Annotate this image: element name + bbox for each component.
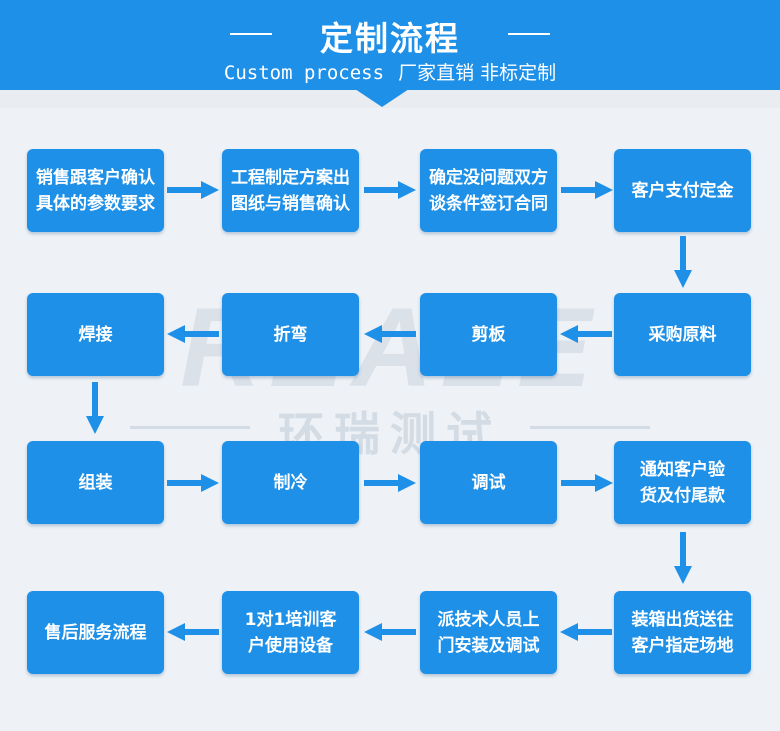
- step-1-label: 销售跟客户确认 具体的参数要求: [36, 167, 155, 214]
- arrow-left-icon: [364, 325, 416, 343]
- step-9: 组装: [27, 441, 164, 524]
- step-9-label: 组装: [78, 472, 113, 493]
- step-10: 制冷: [222, 441, 359, 524]
- step-12: 通知客户验 货及付尾款: [614, 441, 751, 524]
- subtitle-english: Custom process: [223, 62, 385, 84]
- step-14: 派技术人员上 门安装及调试: [420, 591, 557, 674]
- arrow-right-icon: [364, 474, 416, 492]
- watermark-line-left: [130, 426, 250, 429]
- step-11-label: 调试: [471, 472, 506, 493]
- step-4: 客户支付定金: [614, 149, 751, 232]
- step-3: 确定没问题双方 谈条件签订合同: [420, 149, 557, 232]
- arrow-left-icon: [560, 325, 612, 343]
- arrow-right-icon: [364, 181, 416, 199]
- header-pointer: [355, 89, 409, 107]
- step-6: 剪板: [420, 293, 557, 376]
- step-16-label: 售后服务流程: [44, 622, 147, 643]
- page-subtitle: Custom process 厂家直销 非标定制: [0, 58, 780, 85]
- step-5-label: 采购原料: [648, 324, 717, 345]
- arrow-down-icon: [674, 236, 692, 288]
- step-7-label: 折弯: [273, 324, 308, 345]
- step-2-label: 工程制定方案出 图纸与销售确认: [231, 167, 350, 214]
- step-11: 调试: [420, 441, 557, 524]
- step-12-label: 通知客户验 货及付尾款: [640, 459, 725, 506]
- watermark-line-right: [530, 426, 650, 429]
- step-3-label: 确定没问题双方 谈条件签订合同: [429, 167, 548, 214]
- arrow-right-icon: [561, 181, 613, 199]
- arrow-right-icon: [167, 181, 219, 199]
- step-15-label: 1对1培训客 户使用设备: [244, 609, 337, 656]
- step-13: 装箱出货送往 客户指定场地: [614, 591, 751, 674]
- arrow-left-icon: [364, 623, 416, 641]
- step-13-label: 装箱出货送往 客户指定场地: [631, 609, 734, 656]
- step-7: 折弯: [222, 293, 359, 376]
- header-banner: [0, 0, 780, 90]
- step-10-label: 制冷: [273, 472, 308, 493]
- title-divider-left: [230, 33, 272, 35]
- arrow-right-icon: [167, 474, 219, 492]
- step-14-label: 派技术人员上 门安装及调试: [437, 609, 540, 656]
- step-8-label: 焊接: [78, 324, 113, 345]
- step-6-label: 剪板: [471, 324, 506, 345]
- step-5: 采购原料: [614, 293, 751, 376]
- arrow-left-icon: [167, 325, 219, 343]
- arrow-right-icon: [561, 474, 613, 492]
- subtitle-chinese: 厂家直销 非标定制: [398, 62, 557, 84]
- step-15: 1对1培训客 户使用设备: [222, 591, 359, 674]
- step-16: 售后服务流程: [27, 591, 164, 674]
- step-1: 销售跟客户确认 具体的参数要求: [27, 149, 164, 232]
- page-title: 定制流程: [320, 19, 460, 58]
- step-8: 焊接: [27, 293, 164, 376]
- step-2: 工程制定方案出 图纸与销售确认: [222, 149, 359, 232]
- step-4-label: 客户支付定金: [631, 180, 734, 201]
- arrow-down-icon: [86, 382, 104, 434]
- arrow-down-icon: [674, 532, 692, 584]
- title-divider-right: [508, 33, 550, 35]
- arrow-left-icon: [167, 623, 219, 641]
- arrow-left-icon: [560, 623, 612, 641]
